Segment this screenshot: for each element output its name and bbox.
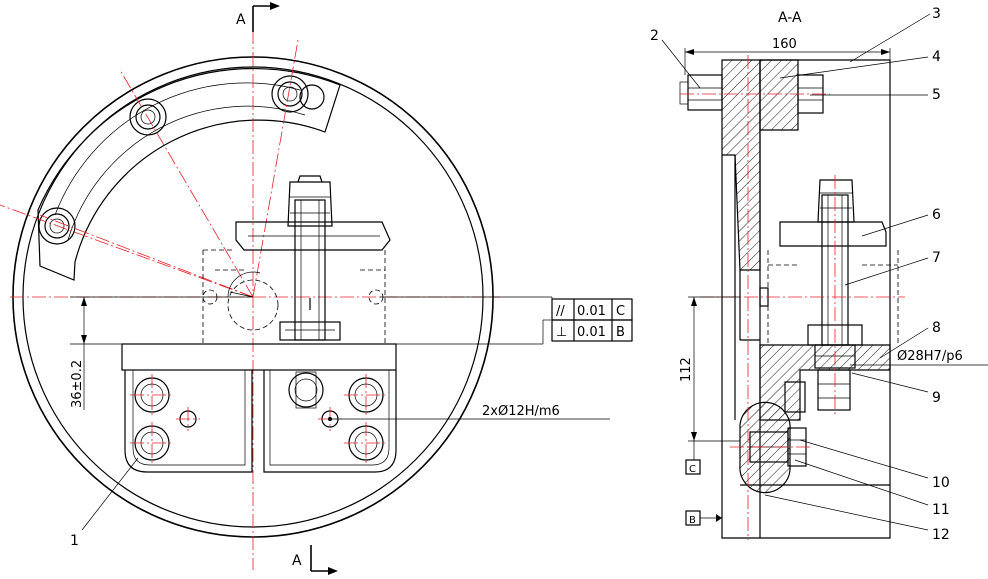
backing-plate bbox=[721, 59, 761, 271]
locating-pins bbox=[179, 410, 339, 428]
part-leaders: 2 3 4 5 6 7 8 9 10 11 12 bbox=[650, 6, 950, 543]
stud bbox=[294, 199, 326, 341]
svg-text:0.01: 0.01 bbox=[577, 325, 606, 340]
svg-text:B: B bbox=[689, 515, 696, 526]
svg-text:5: 5 bbox=[932, 87, 941, 103]
section-view: A-A bbox=[650, 6, 988, 543]
section-mark-top: A bbox=[236, 2, 280, 32]
svg-text:B: B bbox=[616, 325, 625, 340]
dim-height: 112 bbox=[679, 357, 694, 382]
svg-text://: // bbox=[556, 304, 565, 319]
arc-bolt-3 bbox=[271, 75, 325, 113]
datum-b: B bbox=[685, 510, 722, 526]
section-title: A-A bbox=[778, 10, 802, 26]
section-clamp-bar bbox=[779, 221, 887, 247]
svg-text:⊥: ⊥ bbox=[556, 325, 567, 340]
svg-text:9: 9 bbox=[932, 390, 941, 406]
svg-text:6: 6 bbox=[932, 207, 941, 223]
svg-text:3: 3 bbox=[932, 6, 941, 22]
svg-text:8: 8 bbox=[932, 320, 941, 336]
arc-slot-plate bbox=[37, 67, 341, 281]
svg-text:C: C bbox=[616, 304, 625, 319]
tolerance-frame-parallel: // 0.01 C bbox=[551, 298, 633, 321]
svg-text:7: 7 bbox=[932, 250, 941, 266]
svg-text:A: A bbox=[292, 553, 302, 569]
dim-width: 160 bbox=[772, 37, 797, 52]
section-mark-bottom: A bbox=[292, 545, 338, 575]
svg-text:12: 12 bbox=[932, 527, 950, 543]
svg-text:0.01: 0.01 bbox=[577, 304, 606, 319]
upper-block bbox=[759, 59, 799, 131]
svg-text:10: 10 bbox=[932, 475, 950, 491]
tolerance-frame-perpendicular: ⊥ 0.01 B bbox=[551, 319, 633, 342]
svg-text:4: 4 bbox=[932, 49, 941, 65]
dim-holes: 2xØ12H/m6 bbox=[482, 404, 560, 419]
svg-text:A: A bbox=[236, 12, 246, 28]
front-view: 36±0.2 2xØ12H/m6 1 A A bbox=[0, 2, 610, 575]
dim-offset: 36±0.2 bbox=[70, 360, 85, 408]
svg-text:C: C bbox=[689, 464, 696, 475]
svg-text:2: 2 bbox=[650, 28, 659, 44]
base-block bbox=[121, 343, 397, 371]
arc-slot-inner bbox=[54, 82, 301, 216]
arc-bolt-2 bbox=[129, 98, 167, 136]
dim-fit: Ø28H7/p6 bbox=[897, 349, 963, 364]
arc-bolt-1 bbox=[38, 207, 76, 245]
base-bolts bbox=[134, 371, 384, 461]
base-right-foot bbox=[263, 370, 397, 473]
part-1-label: 1 bbox=[70, 533, 79, 549]
arc-slot-inner2 bbox=[67, 105, 306, 241]
clamp-bar bbox=[235, 221, 391, 251]
datum-c: C bbox=[685, 441, 701, 475]
base-left-foot bbox=[124, 370, 253, 473]
svg-text:11: 11 bbox=[932, 502, 950, 518]
